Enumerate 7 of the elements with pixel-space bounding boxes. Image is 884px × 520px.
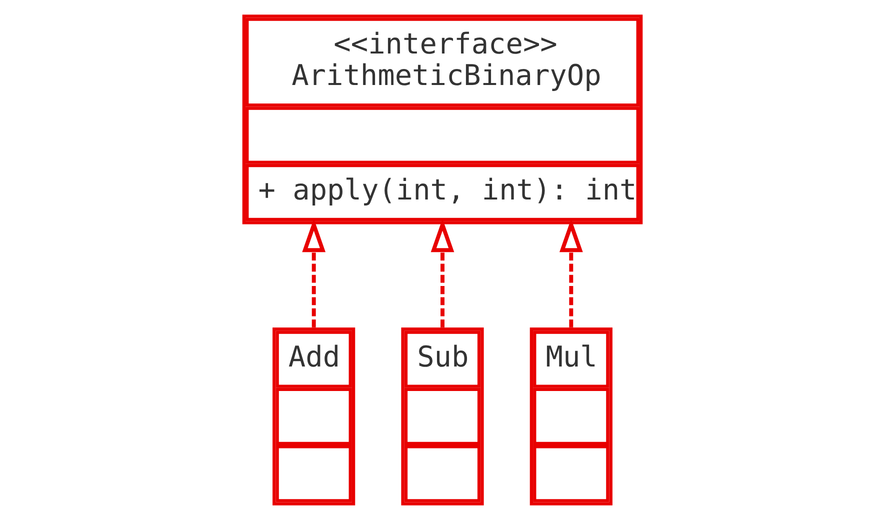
arrow xyxy=(430,218,454,328)
arrow xyxy=(302,218,326,328)
node-box: Sub xyxy=(400,328,484,506)
node-box: Add xyxy=(272,328,355,506)
node-box: Mul xyxy=(529,328,612,506)
arrow xyxy=(558,218,582,328)
node-box: <<interface>> ArithmeticBinaryOp + apply(int, int): int xyxy=(242,14,642,224)
